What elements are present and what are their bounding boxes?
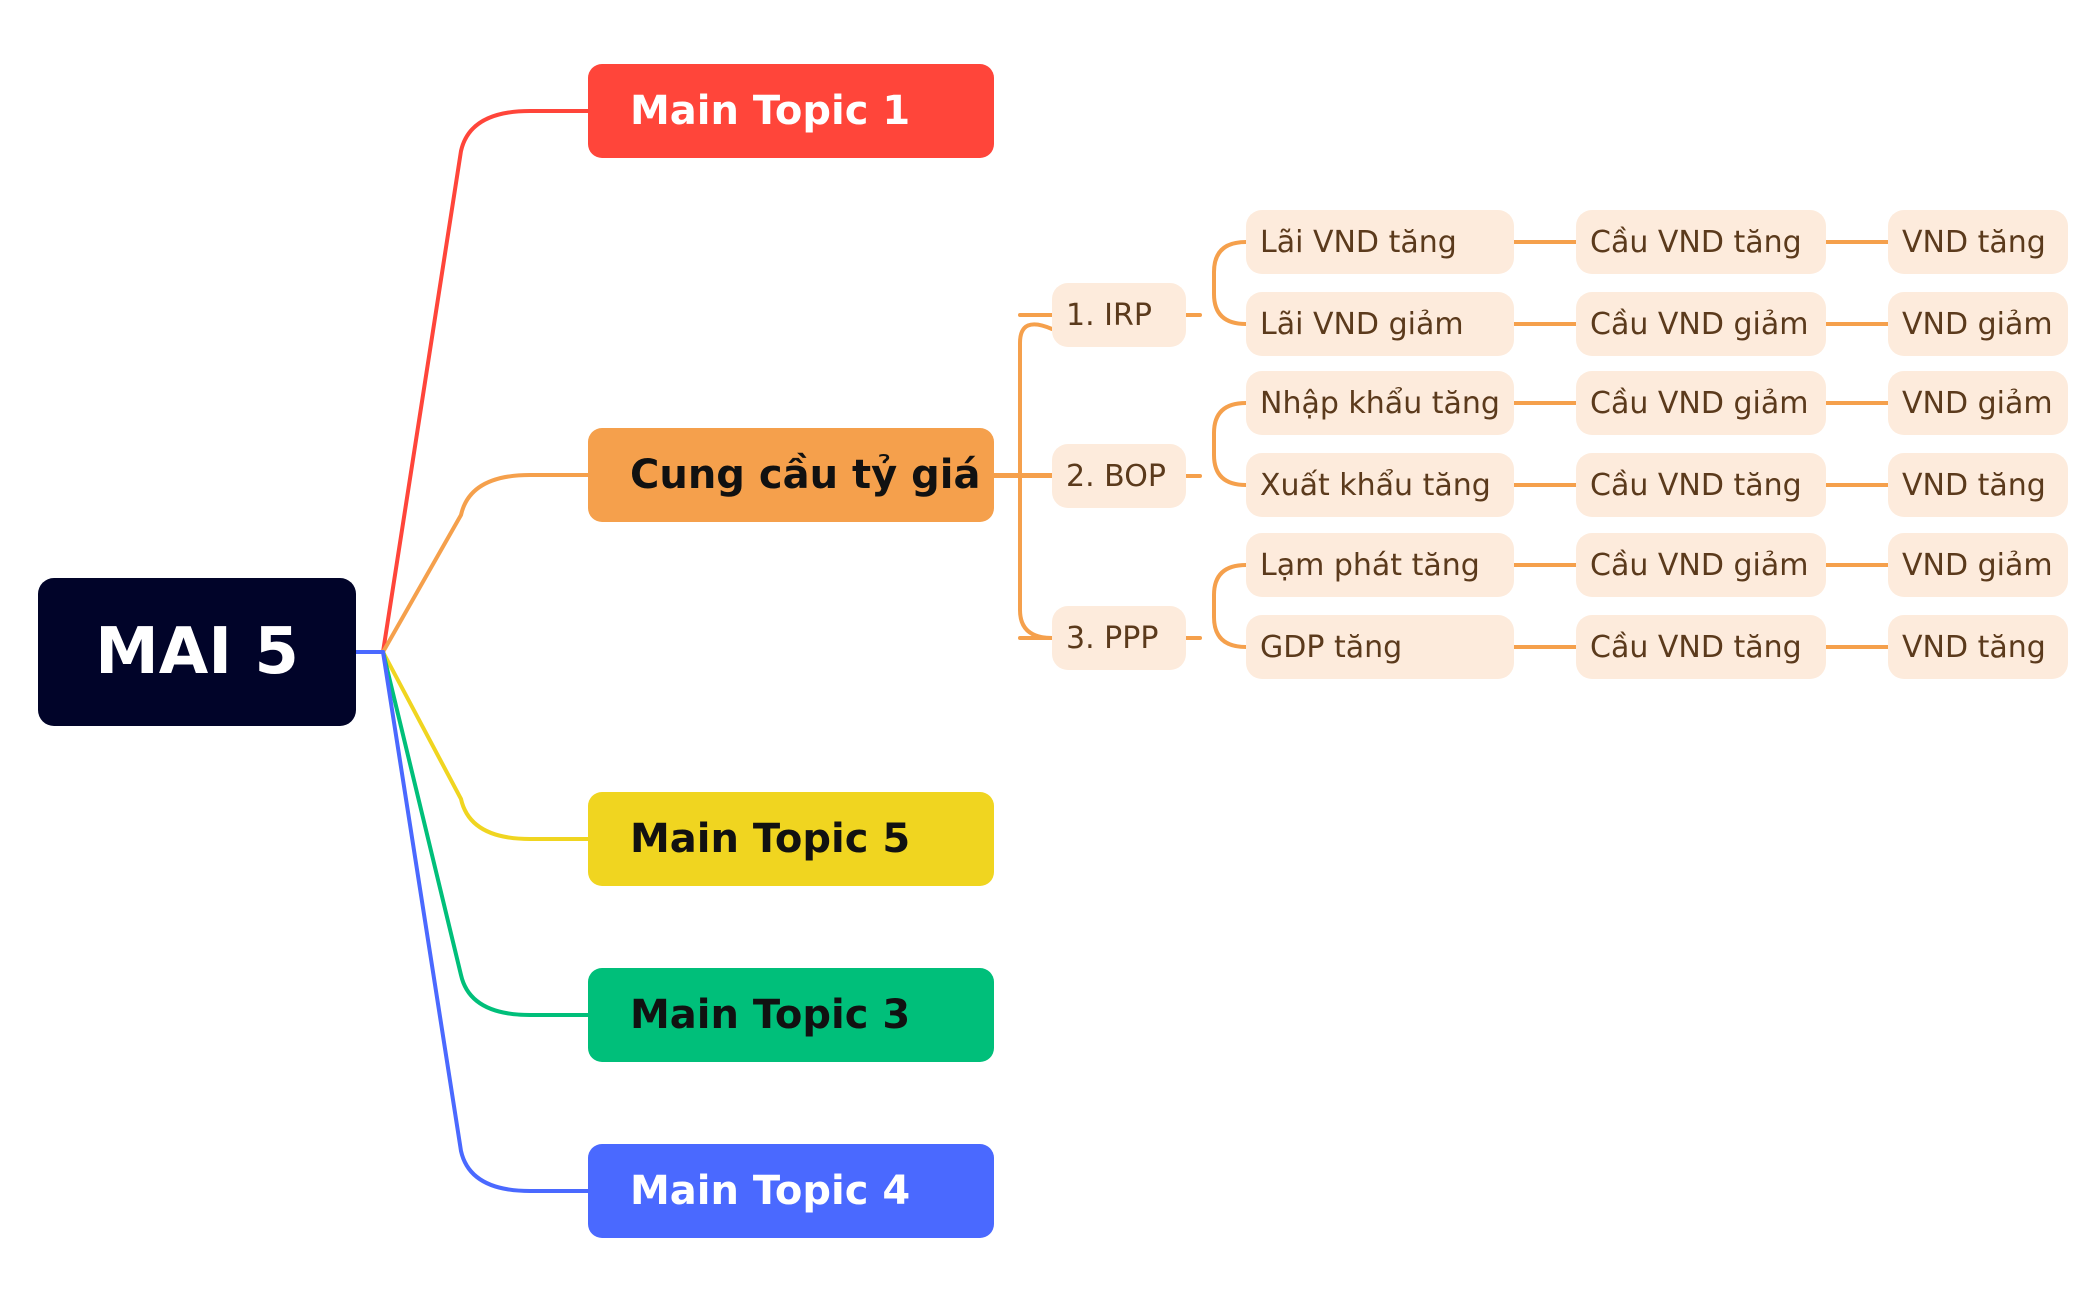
subtopic-irp[interactable]: 1. IRP bbox=[1052, 283, 1186, 347]
connector-root-to-main-topic-4 bbox=[381, 650, 590, 1193]
root-node[interactable]: MAI 5 bbox=[38, 578, 356, 726]
connector-bop-fork bbox=[1212, 401, 1248, 487]
main-topic-main-topic-4[interactable]: Main Topic 4 bbox=[588, 1144, 994, 1238]
result-node[interactable]: VND giảm bbox=[1888, 533, 2068, 597]
demand-node[interactable]: Cầu VND giảm bbox=[1576, 371, 1826, 435]
cause-node[interactable]: Lãi VND giảm bbox=[1246, 292, 1514, 356]
main-topic-main-topic-1[interactable]: Main Topic 1 bbox=[588, 64, 994, 158]
connector-root-to-cung-cau-ty-gia bbox=[381, 473, 590, 654]
cause-node[interactable]: Xuất khẩu tăng bbox=[1246, 453, 1514, 517]
result-node[interactable]: VND tăng bbox=[1888, 453, 2068, 517]
cause-node[interactable]: Lạm phát tăng bbox=[1246, 533, 1514, 597]
result-node[interactable]: VND tăng bbox=[1888, 615, 2068, 679]
demand-node[interactable]: Cầu VND tăng bbox=[1576, 453, 1826, 517]
main-topic-main-topic-5[interactable]: Main Topic 5 bbox=[588, 792, 994, 886]
demand-node[interactable]: Cầu VND tăng bbox=[1576, 210, 1826, 274]
demand-node[interactable]: Cầu VND giảm bbox=[1576, 292, 1826, 356]
connector-ppp-fork bbox=[1212, 563, 1248, 649]
subtopic-ppp[interactable]: 3. PPP bbox=[1052, 606, 1186, 670]
cause-node[interactable]: Lãi VND tăng bbox=[1246, 210, 1514, 274]
cause-node[interactable]: Nhập khẩu tăng bbox=[1246, 371, 1514, 435]
subtopic-bop[interactable]: 2. BOP bbox=[1052, 444, 1186, 508]
connector-root-to-main-topic-3 bbox=[381, 650, 590, 1017]
demand-node[interactable]: Cầu VND tăng bbox=[1576, 615, 1826, 679]
result-node[interactable]: VND giảm bbox=[1888, 371, 2068, 435]
connector-irp-fork bbox=[1212, 240, 1248, 326]
main-topic-main-topic-3[interactable]: Main Topic 3 bbox=[588, 968, 994, 1062]
result-node[interactable]: VND tăng bbox=[1888, 210, 2068, 274]
main-topic-cung-cau-ty-gia[interactable]: Cung cầu tỷ giá bbox=[588, 428, 994, 522]
connector-root-to-main-topic-1 bbox=[381, 109, 590, 654]
connector-root-to-main-topic-5 bbox=[381, 650, 590, 841]
demand-node[interactable]: Cầu VND giảm bbox=[1576, 533, 1826, 597]
cause-node[interactable]: GDP tăng bbox=[1246, 615, 1514, 679]
result-node[interactable]: VND giảm bbox=[1888, 292, 2068, 356]
